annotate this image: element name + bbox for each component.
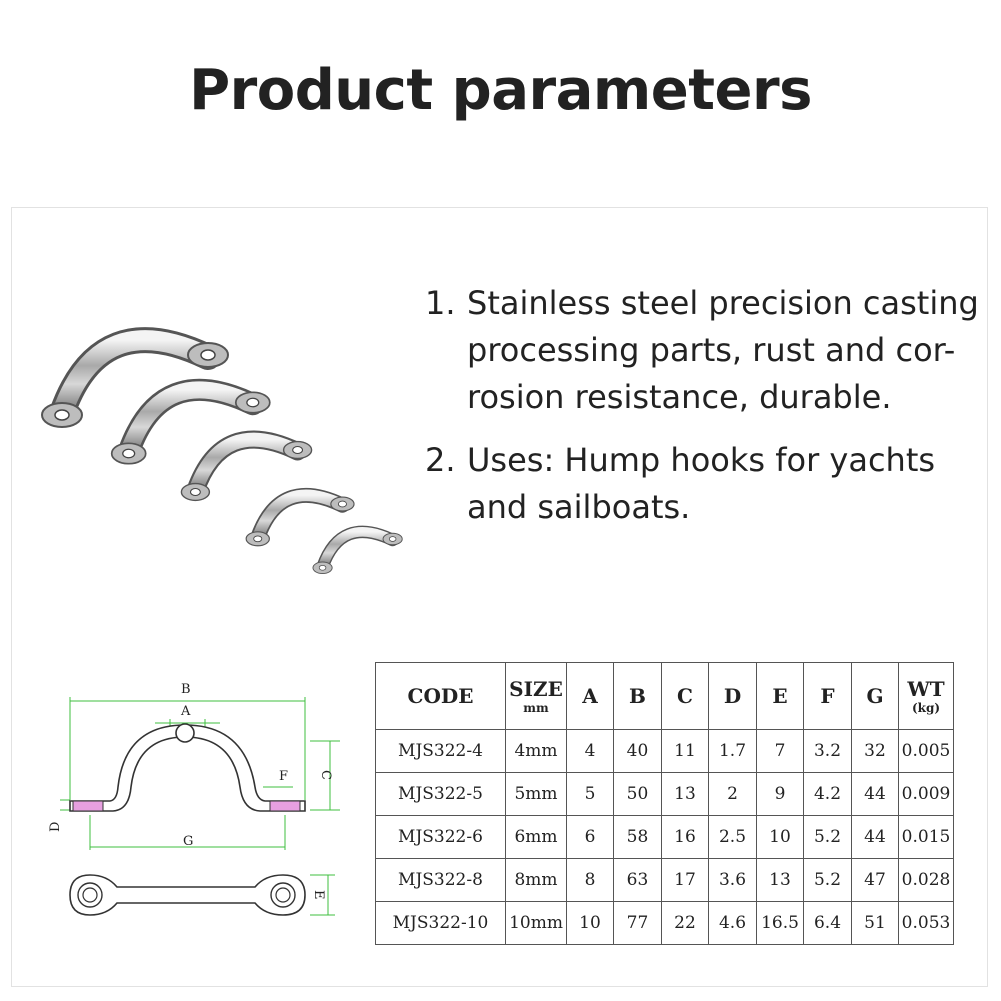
dim-label-a: A xyxy=(180,704,191,719)
cell-e: 13 xyxy=(756,858,804,902)
cell-c: 13 xyxy=(661,772,709,816)
cell-code: MJS322-8 xyxy=(375,858,506,902)
cell-d: 2.5 xyxy=(708,815,757,859)
cell-e: 9 xyxy=(756,772,804,816)
cell-a: 10 xyxy=(566,901,614,945)
cell-d: 3.6 xyxy=(708,858,757,902)
cell-g: 44 xyxy=(851,815,899,859)
feature-item: 2. Uses: Hump hooks for yachts and sailb… xyxy=(425,437,985,531)
cell-g: 32 xyxy=(851,729,899,773)
cell-weight: 0.053 xyxy=(898,901,954,945)
cell-d: 2 xyxy=(708,772,757,816)
cell-g: 51 xyxy=(851,901,899,945)
cell-b: 77 xyxy=(613,901,662,945)
cell-size: 5mm xyxy=(505,772,567,816)
hook-image xyxy=(110,378,271,465)
column-header: B xyxy=(613,662,662,730)
dim-label-c: C xyxy=(318,770,333,780)
cell-c: 17 xyxy=(661,858,709,902)
hook-image xyxy=(245,487,355,547)
cell-size: 10mm xyxy=(505,901,567,945)
table-row: MJS322-6 6mm 6 58 16 2.5 10 5.2 44 0.015 xyxy=(375,815,954,859)
dim-label-b: B xyxy=(181,682,191,697)
feature-text: Stainless steel precision casting proces… xyxy=(467,284,979,416)
cell-g: 44 xyxy=(851,772,899,816)
feature-list: 1. Stainless steel precision casting pro… xyxy=(425,280,985,547)
dim-label-d: D xyxy=(48,822,63,832)
cell-b: 40 xyxy=(613,729,662,773)
cell-f: 4.2 xyxy=(803,772,852,816)
cell-size: 4mm xyxy=(505,729,567,773)
dim-label-e: E xyxy=(311,890,326,900)
column-header: A xyxy=(566,662,614,730)
dim-label-f: F xyxy=(279,769,288,784)
cell-c: 16 xyxy=(661,815,709,859)
cell-d: 4.6 xyxy=(708,901,757,945)
cell-b: 58 xyxy=(613,815,662,859)
cell-e: 10 xyxy=(756,815,804,859)
cell-size: 6mm xyxy=(505,815,567,859)
feature-item: 1. Stainless steel precision casting pro… xyxy=(425,280,985,421)
column-header: F xyxy=(803,662,852,730)
product-photo xyxy=(41,327,403,575)
cell-weight: 0.005 xyxy=(898,729,954,773)
cell-f: 6.4 xyxy=(803,901,852,945)
cell-a: 4 xyxy=(566,729,614,773)
table-row: MJS322-4 4mm 4 40 11 1.7 7 3.2 32 0.005 xyxy=(375,729,954,773)
cell-a: 8 xyxy=(566,858,614,902)
cell-e: 16.5 xyxy=(756,901,804,945)
cell-c: 11 xyxy=(661,729,709,773)
column-header: E xyxy=(756,662,804,730)
column-header: G xyxy=(851,662,899,730)
table-row: MJS322-5 5mm 5 50 13 2 9 4.2 44 0.009 xyxy=(375,772,954,816)
cell-c: 22 xyxy=(661,901,709,945)
cell-b: 50 xyxy=(613,772,662,816)
table-row: MJS322-10 10mm 10 77 22 4.6 16.5 6.4 51 … xyxy=(375,901,954,945)
hook-image xyxy=(312,525,403,575)
feature-number: 2. xyxy=(425,441,456,479)
hook-image xyxy=(180,430,313,502)
cell-g: 47 xyxy=(851,858,899,902)
column-header: WT(kg) xyxy=(898,662,954,730)
cell-code: MJS322-10 xyxy=(375,901,506,945)
cell-a: 6 xyxy=(566,815,614,859)
page-title: Product parameters xyxy=(189,58,812,123)
cell-a: 5 xyxy=(566,772,614,816)
feature-text: Uses: Hump hooks for yachts and sailboat… xyxy=(467,441,936,526)
cell-code: MJS322-5 xyxy=(375,772,506,816)
cell-e: 7 xyxy=(756,729,804,773)
dimension-drawing: B A C F D G E xyxy=(48,682,340,916)
cell-size: 8mm xyxy=(505,858,567,902)
column-header: D xyxy=(708,662,757,730)
dim-label-g: G xyxy=(183,834,193,849)
cell-weight: 0.009 xyxy=(898,772,954,816)
cell-d: 1.7 xyxy=(708,729,757,773)
column-header: CODE xyxy=(375,662,506,730)
cell-weight: 0.028 xyxy=(898,858,954,902)
cell-weight: 0.015 xyxy=(898,815,954,859)
cell-f: 5.2 xyxy=(803,858,852,902)
column-header: C xyxy=(661,662,709,730)
cell-code: MJS322-6 xyxy=(375,815,506,859)
cell-b: 63 xyxy=(613,858,662,902)
cell-f: 5.2 xyxy=(803,815,852,859)
table-row: MJS322-8 8mm 8 63 17 3.6 13 5.2 47 0.028 xyxy=(375,858,954,902)
cell-code: MJS322-4 xyxy=(375,729,506,773)
hook-image xyxy=(41,327,229,428)
cell-f: 3.2 xyxy=(803,729,852,773)
feature-number: 1. xyxy=(425,284,456,322)
